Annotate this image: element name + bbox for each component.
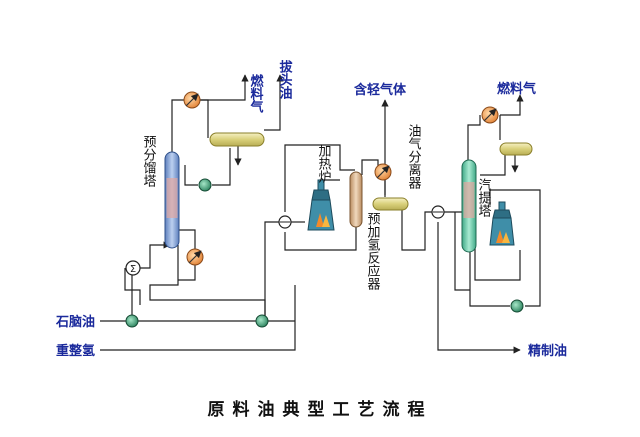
pump-naphtha-icon xyxy=(125,314,139,328)
condenser-1-icon xyxy=(183,91,201,109)
pipe-prefrac-overhead xyxy=(171,99,185,153)
pipe-condenser-to-drum xyxy=(200,99,209,138)
pipe-separator-to-exchanger xyxy=(401,211,432,251)
label-stripped-oil: 拔头油 xyxy=(277,59,293,100)
stripper-feed-exchanger-icon xyxy=(431,205,445,219)
pump-1-icon xyxy=(198,178,212,192)
pipe-pump2-to-exchanger xyxy=(264,221,280,321)
pipe-fuel-gas-2-out xyxy=(500,94,524,116)
pipe-prefrac-bottoms xyxy=(149,245,266,321)
label-stripper: 汽提塔 xyxy=(476,178,492,217)
label-prefractionator: 预分馏塔 xyxy=(141,135,157,187)
pipe-reboiler-loop xyxy=(178,229,196,250)
condenser-2-icon xyxy=(481,106,499,124)
diagram-caption: 原料油典型工艺流程 xyxy=(208,399,433,420)
pipe-stripper-overhead xyxy=(467,115,481,165)
label-naphtha: 石脑油 xyxy=(55,314,95,330)
feed-exchanger-icon: Σ xyxy=(125,260,141,276)
pipe-drum-to-pump xyxy=(212,148,231,186)
cooler-icon xyxy=(374,163,392,181)
pump-2-icon xyxy=(255,314,269,328)
label-reformer-h2: 重整氢 xyxy=(56,343,95,359)
pipe-sigma-bypass xyxy=(124,268,141,305)
pipe-refined-oil-out xyxy=(437,222,521,354)
label-refined-oil: 精制油 xyxy=(528,343,567,359)
pipe-stripped-oil-out xyxy=(264,74,284,131)
pipe-stripper-bypass xyxy=(454,212,470,291)
pipe-stripper-return xyxy=(489,189,541,307)
pipe-fuel-gas-out xyxy=(200,74,249,101)
feed-effluent-exchanger-icon xyxy=(278,215,292,229)
pipe-stripper-reboiler xyxy=(474,240,521,281)
pipe-reactor-bottom xyxy=(284,225,357,251)
pipe-reflux xyxy=(184,165,198,186)
separator-drum xyxy=(372,197,409,211)
reflux-drum-1 xyxy=(209,132,265,147)
reflux-drum-2 xyxy=(499,142,533,156)
pipe-reboiler-return xyxy=(178,265,196,281)
pipe-heater-to-reactor xyxy=(284,144,355,212)
label-separator: 油气分离器 xyxy=(406,124,422,190)
pipes xyxy=(100,74,541,354)
label-fuel-gas-2: 燃料气 xyxy=(497,81,536,97)
label-light-gas: 含轻气体 xyxy=(353,82,407,98)
label-fuel-gas-1: 燃料气 xyxy=(248,73,264,114)
stripper-reboiler-furnace-icon xyxy=(489,201,515,246)
pipe-drum2-reflux xyxy=(480,155,506,176)
label-heater: 加热炉 xyxy=(316,144,332,183)
stripper-column xyxy=(461,159,477,253)
pipe-reformer-h2 xyxy=(100,285,296,351)
reboiler-1-icon xyxy=(186,248,204,266)
svg-text:Σ: Σ xyxy=(130,264,136,275)
heater-furnace-icon xyxy=(307,179,335,231)
label-prehydro-reactor: 预加氢反应器 xyxy=(365,212,381,291)
prefractionator-column xyxy=(164,151,180,249)
pipe-feed-to-column xyxy=(140,241,171,269)
prehydro-reactor xyxy=(349,171,363,228)
pipe-stripper-bottoms xyxy=(469,250,510,307)
pump-3-icon xyxy=(510,299,524,313)
